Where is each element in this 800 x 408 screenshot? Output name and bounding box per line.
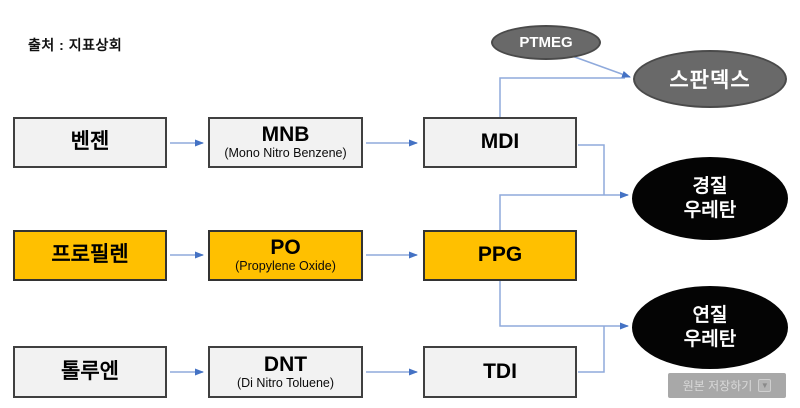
node-label: DNT: [263, 352, 308, 376]
node-sublabel: (Di Nitro Toluene): [236, 375, 335, 390]
node-label: 스판덱스: [669, 69, 751, 92]
node-rigid-urethane: 경질 우레탄: [632, 157, 788, 240]
dropdown-arrow-icon[interactable]: ▼: [758, 379, 772, 392]
node-sublabel: (Mono Nitro Benzene): [224, 146, 347, 161]
node-spandex: 스판덱스: [633, 50, 787, 108]
node-mdi: MDI: [423, 117, 577, 168]
node-label: 톨루엔: [61, 359, 119, 383]
node-label: PO: [270, 236, 301, 260]
node-benzene: 벤젠: [13, 117, 167, 168]
save-original-label: 원본 저장하기: [682, 379, 753, 393]
node-toluene: 톨루엔: [13, 346, 167, 398]
node-label: TDI: [483, 359, 517, 383]
node-label-line1: 경질: [692, 175, 728, 197]
node-label-line2: 우레탄: [683, 328, 737, 350]
save-original-button[interactable]: 원본 저장하기 ▼: [668, 373, 786, 398]
node-label: 벤젠: [70, 130, 110, 154]
node-flexible-urethane: 연질 우레탄: [632, 286, 788, 369]
node-label: 프로필렌: [51, 243, 129, 267]
node-mnb: MNB (Mono Nitro Benzene): [208, 117, 363, 168]
node-po: PO (Propylene Oxide): [208, 230, 363, 281]
node-label: PTMEG: [519, 34, 573, 51]
node-label-line1: 연질: [692, 304, 728, 326]
node-label: MNB: [261, 123, 310, 147]
node-ppg: PPG: [423, 230, 577, 281]
node-sublabel: (Propylene Oxide): [235, 259, 336, 274]
source-label: 출처 : 지표상회: [28, 37, 123, 53]
node-propylene: 프로필렌: [13, 230, 167, 281]
node-label: PPG: [477, 243, 523, 267]
node-tdi: TDI: [423, 346, 577, 398]
node-label-line2: 우레탄: [683, 199, 737, 221]
node-label: MDI: [480, 130, 520, 154]
node-ptmeg: PTMEG: [491, 25, 601, 60]
node-dnt: DNT (Di Nitro Toluene): [208, 346, 363, 398]
